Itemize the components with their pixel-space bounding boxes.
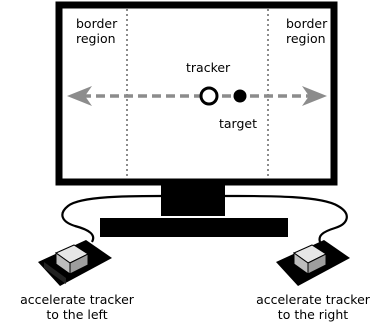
border-right-line2: region (286, 31, 326, 46)
target-icon (233, 89, 247, 103)
tracker-label: tracker (186, 60, 231, 75)
monitor-screen (55, 1, 338, 186)
cable-left (61, 194, 162, 243)
cable-right (224, 194, 348, 243)
border-right-line1: border (286, 16, 328, 31)
monitor-base (100, 218, 288, 237)
tracker-icon (199, 86, 219, 106)
border-region-left-label: border region (76, 16, 117, 46)
bidirectional-arrow-icon (67, 86, 327, 106)
button-right-line1: accelerate tracker (256, 292, 370, 307)
target-label: target (219, 116, 258, 131)
button-left-icon (38, 240, 112, 286)
button-right-line2: to the right (277, 307, 349, 322)
button-right-icon (276, 240, 350, 286)
border-region-right-label: border region (286, 16, 327, 46)
button-right-label: accelerate tracker to the right (244, 292, 382, 322)
border-left-line1: border (76, 16, 118, 31)
monitor-neck (161, 182, 225, 216)
button-left-line1: accelerate tracker (20, 292, 134, 307)
button-left-line2: to the left (46, 307, 108, 322)
button-left-label: accelerate tracker to the left (2, 292, 152, 322)
border-left-line2: region (76, 31, 116, 46)
